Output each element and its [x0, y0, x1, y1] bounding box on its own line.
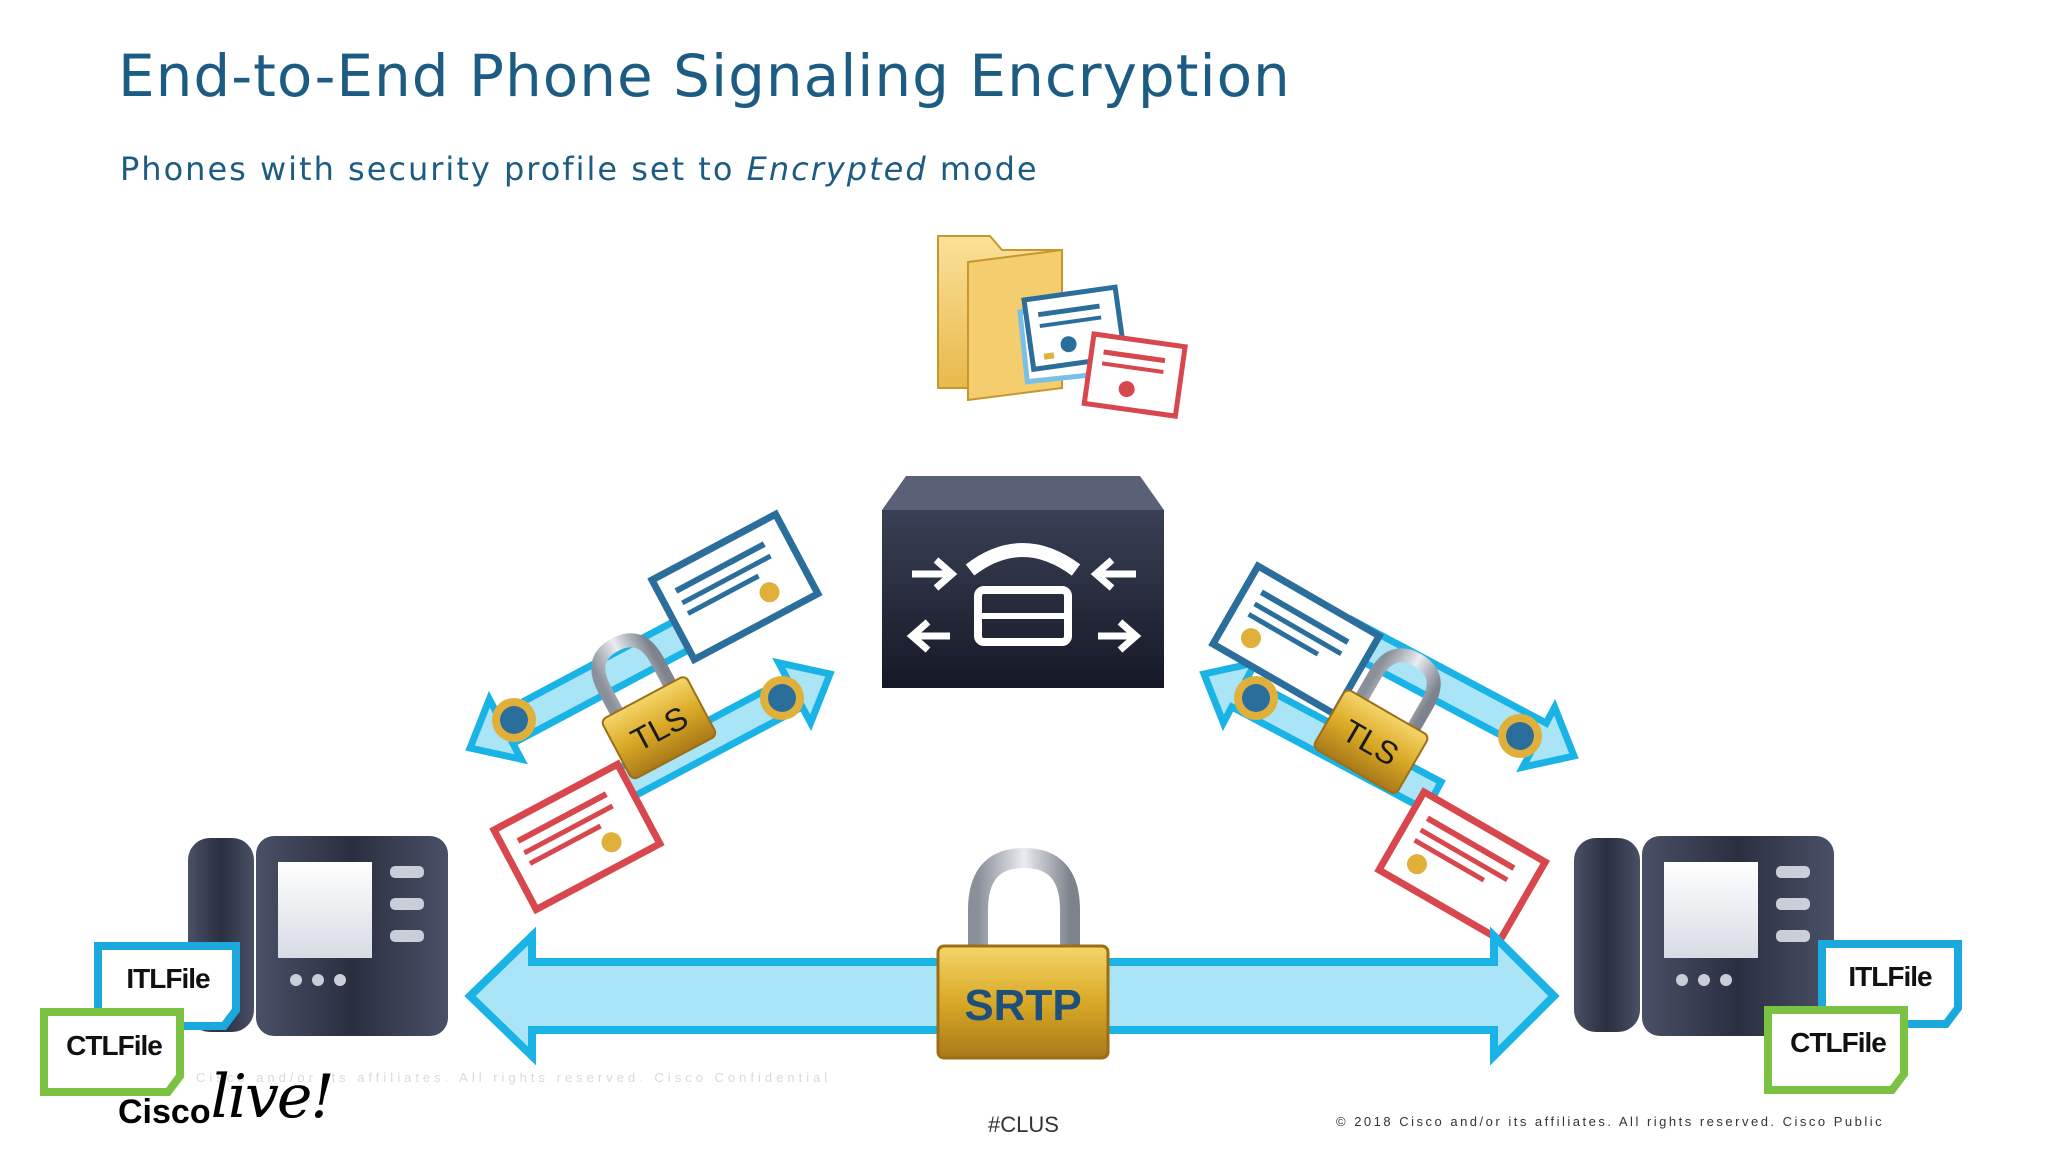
page-title: End-to-End Phone Signaling Encryption	[118, 42, 1291, 110]
left-ctl-label: CTLFile	[66, 1030, 162, 1061]
right-itl-file-icon: ITLFile	[1818, 940, 1962, 1028]
subtitle-suffix: mode	[927, 150, 1039, 188]
call-manager-server-icon	[882, 476, 1164, 688]
left-red-certificate-icon	[489, 759, 665, 915]
subtitle-prefix: Phones with security profile set to	[120, 150, 747, 188]
left-ctl-file-icon: CTLFile	[40, 1008, 184, 1096]
page-subtitle: Phones with security profile set to Encr…	[120, 150, 1039, 188]
right-ip-phone-icon	[1574, 836, 1834, 1036]
copyright: © 2018 Cisco and/or its affiliates. All …	[1336, 1114, 1885, 1129]
left-seal-icon	[492, 676, 804, 742]
srtp-lock-icon: SRTP	[936, 847, 1110, 1060]
right-ctl-label: CTLFile	[1790, 1027, 1886, 1058]
right-ctl-file-icon: CTLFile	[1764, 1006, 1908, 1094]
right-tls-lock-icon: TLS	[1313, 648, 1441, 794]
logo-live: live!	[210, 1062, 335, 1132]
left-itl-label: ITLFile	[126, 963, 210, 994]
certificate-folder-icon	[937, 235, 1188, 419]
logo-cisco: Cisco	[118, 1093, 211, 1131]
faint-footer-text: Cisco and/or its affiliates. All rights …	[196, 1070, 832, 1085]
hashtag: #CLUS	[988, 1112, 1059, 1137]
right-blue-certificate-icon	[1208, 561, 1385, 719]
left-blue-certificate-icon	[647, 509, 823, 665]
right-red-certificate-icon	[1374, 787, 1551, 945]
left-tls-lock-icon: TLS	[591, 633, 717, 780]
cisco-live-logo: Ciscolive!	[118, 1062, 335, 1142]
subtitle-emphasis: Encrypted	[746, 150, 928, 188]
srtp-label: SRTP	[964, 981, 1081, 1030]
right-itl-label: ITLFile	[1848, 961, 1932, 992]
left-itl-file-icon: ITLFile	[94, 942, 240, 1030]
right-seal-icon	[1234, 676, 1542, 758]
